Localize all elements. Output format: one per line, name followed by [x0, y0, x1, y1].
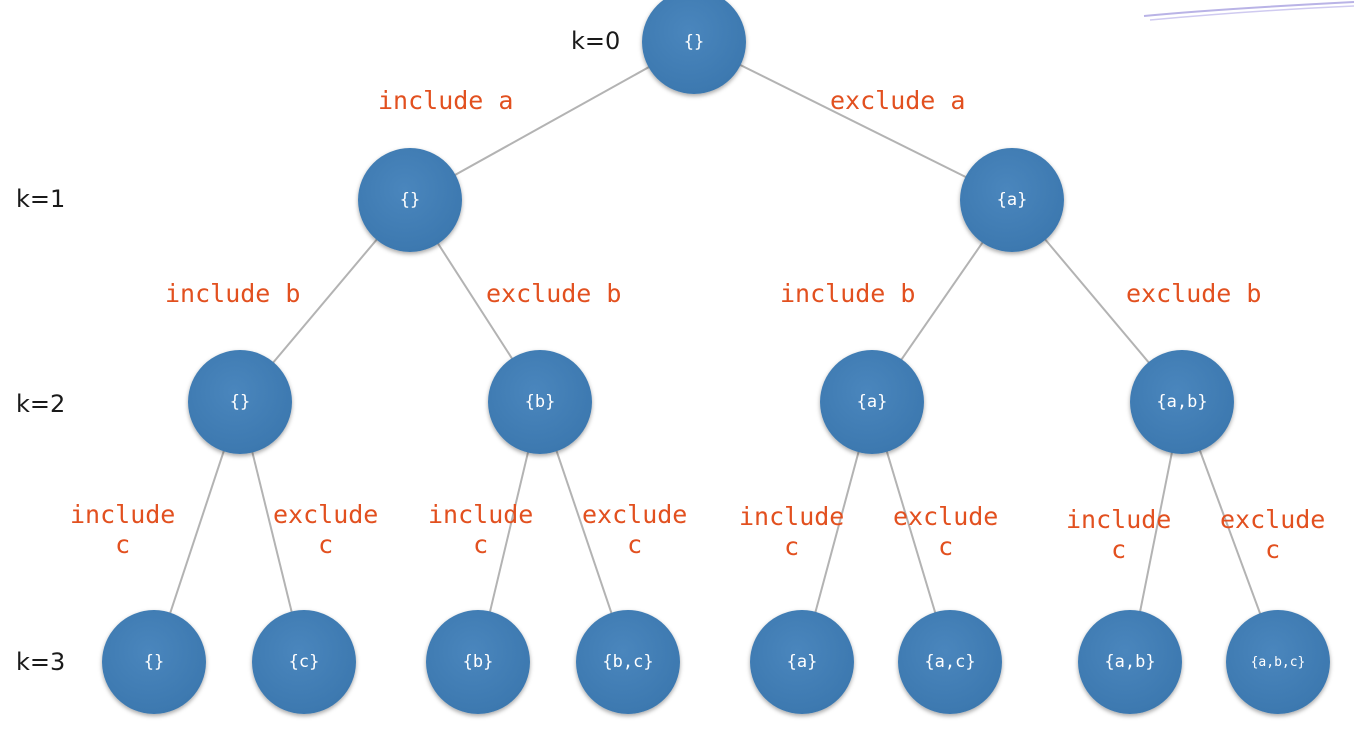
edge-label-include-c-1: include c [70, 500, 175, 560]
edge-label-letter: c [115, 530, 131, 559]
edge-label-word: exclude [273, 500, 379, 529]
edge-label-include-b-right: include b [780, 279, 916, 308]
edge-label-word: include [739, 502, 845, 531]
edge-label-word: exclude [893, 502, 999, 531]
node-level2-3: {a,b} [1130, 350, 1234, 454]
node-level3-0: {} [102, 610, 206, 714]
node-level1-right: {a} [960, 148, 1064, 252]
edge-label-letter: c [473, 530, 489, 559]
edge-label-include-b-left: include b [165, 279, 301, 308]
node-level3-6: {a,b} [1078, 610, 1182, 714]
edge-label-include-c-2: include c [428, 500, 533, 560]
edge-label-letter: c [627, 530, 643, 559]
edge-label-letter: c [1111, 535, 1127, 564]
node-level3-1: {c} [252, 610, 356, 714]
edge-label-exclude-c-1: exclude c [273, 500, 378, 560]
edge-label-word: exclude [582, 500, 688, 529]
level-label-k0: k=0 [571, 27, 621, 55]
node-level2-0: {} [188, 350, 292, 454]
edge-label-exclude-c-2: exclude c [582, 500, 687, 560]
edge-label-exclude-b-right: exclude b [1126, 279, 1262, 308]
edge-label-letter: c [784, 532, 800, 561]
node-level3-3: {b,c} [576, 610, 680, 714]
edge-label-exclude-c-4: exclude c [1220, 505, 1325, 565]
edge-label-word: exclude [1220, 505, 1326, 534]
edge-label-include-c-3: include c [739, 502, 844, 562]
edge-label-word: include [1066, 505, 1172, 534]
edge-label-word: include [70, 500, 176, 529]
edge-label-letter: c [318, 530, 334, 559]
pen-scribble [1143, 1, 1355, 21]
node-level3-5: {a,c} [898, 610, 1002, 714]
edge-root-left [409, 41, 695, 201]
edge-label-include-a: include a [378, 86, 514, 115]
edge-label-include-c-4: include c [1066, 505, 1171, 565]
node-level3-2: {b} [426, 610, 530, 714]
level-label-k1: k=1 [16, 185, 66, 213]
level-label-k2: k=2 [16, 390, 66, 418]
node-root: {} [642, 0, 746, 94]
node-level2-2: {a} [820, 350, 924, 454]
edge-label-exclude-b-left: exclude b [486, 279, 622, 308]
edge-label-exclude-c-3: exclude c [893, 502, 998, 562]
edge-label-word: include [428, 500, 534, 529]
node-level3-4: {a} [750, 610, 854, 714]
node-level2-1: {b} [488, 350, 592, 454]
edge-label-letter: c [1265, 535, 1281, 564]
edge-root-right [693, 41, 1013, 201]
node-level1-left: {} [358, 148, 462, 252]
node-level3-7: {a,b,c} [1226, 610, 1330, 714]
edge-label-exclude-a: exclude a [830, 86, 966, 115]
edge-label-letter: c [938, 532, 954, 561]
level-label-k3: k=3 [16, 648, 66, 676]
